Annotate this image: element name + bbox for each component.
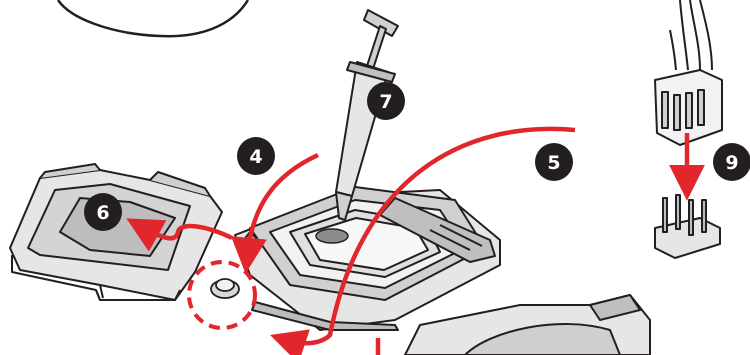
thermal-paste-blob [316,229,348,243]
step-badge-7: 7 [367,82,405,120]
svg-text:5: 5 [547,152,560,174]
fan-connector-header [655,195,720,258]
svg-text:4: 4 [249,146,262,168]
cpu-socket [235,187,500,330]
retention-screw [211,279,239,298]
svg-text:9: 9 [725,152,738,174]
step-badge-4: 4 [237,137,275,175]
cpu-cooler [405,295,650,355]
step-badge-5: 5 [535,143,573,181]
magnified-inset-circle [58,0,248,36]
svg-text:7: 7 [379,91,392,113]
step-badge-9: 9 [713,143,750,181]
socket-cover [10,164,222,300]
fan-connector-plug [655,0,722,145]
step-badge-6: 6 [84,193,122,231]
svg-text:6: 6 [96,202,109,224]
